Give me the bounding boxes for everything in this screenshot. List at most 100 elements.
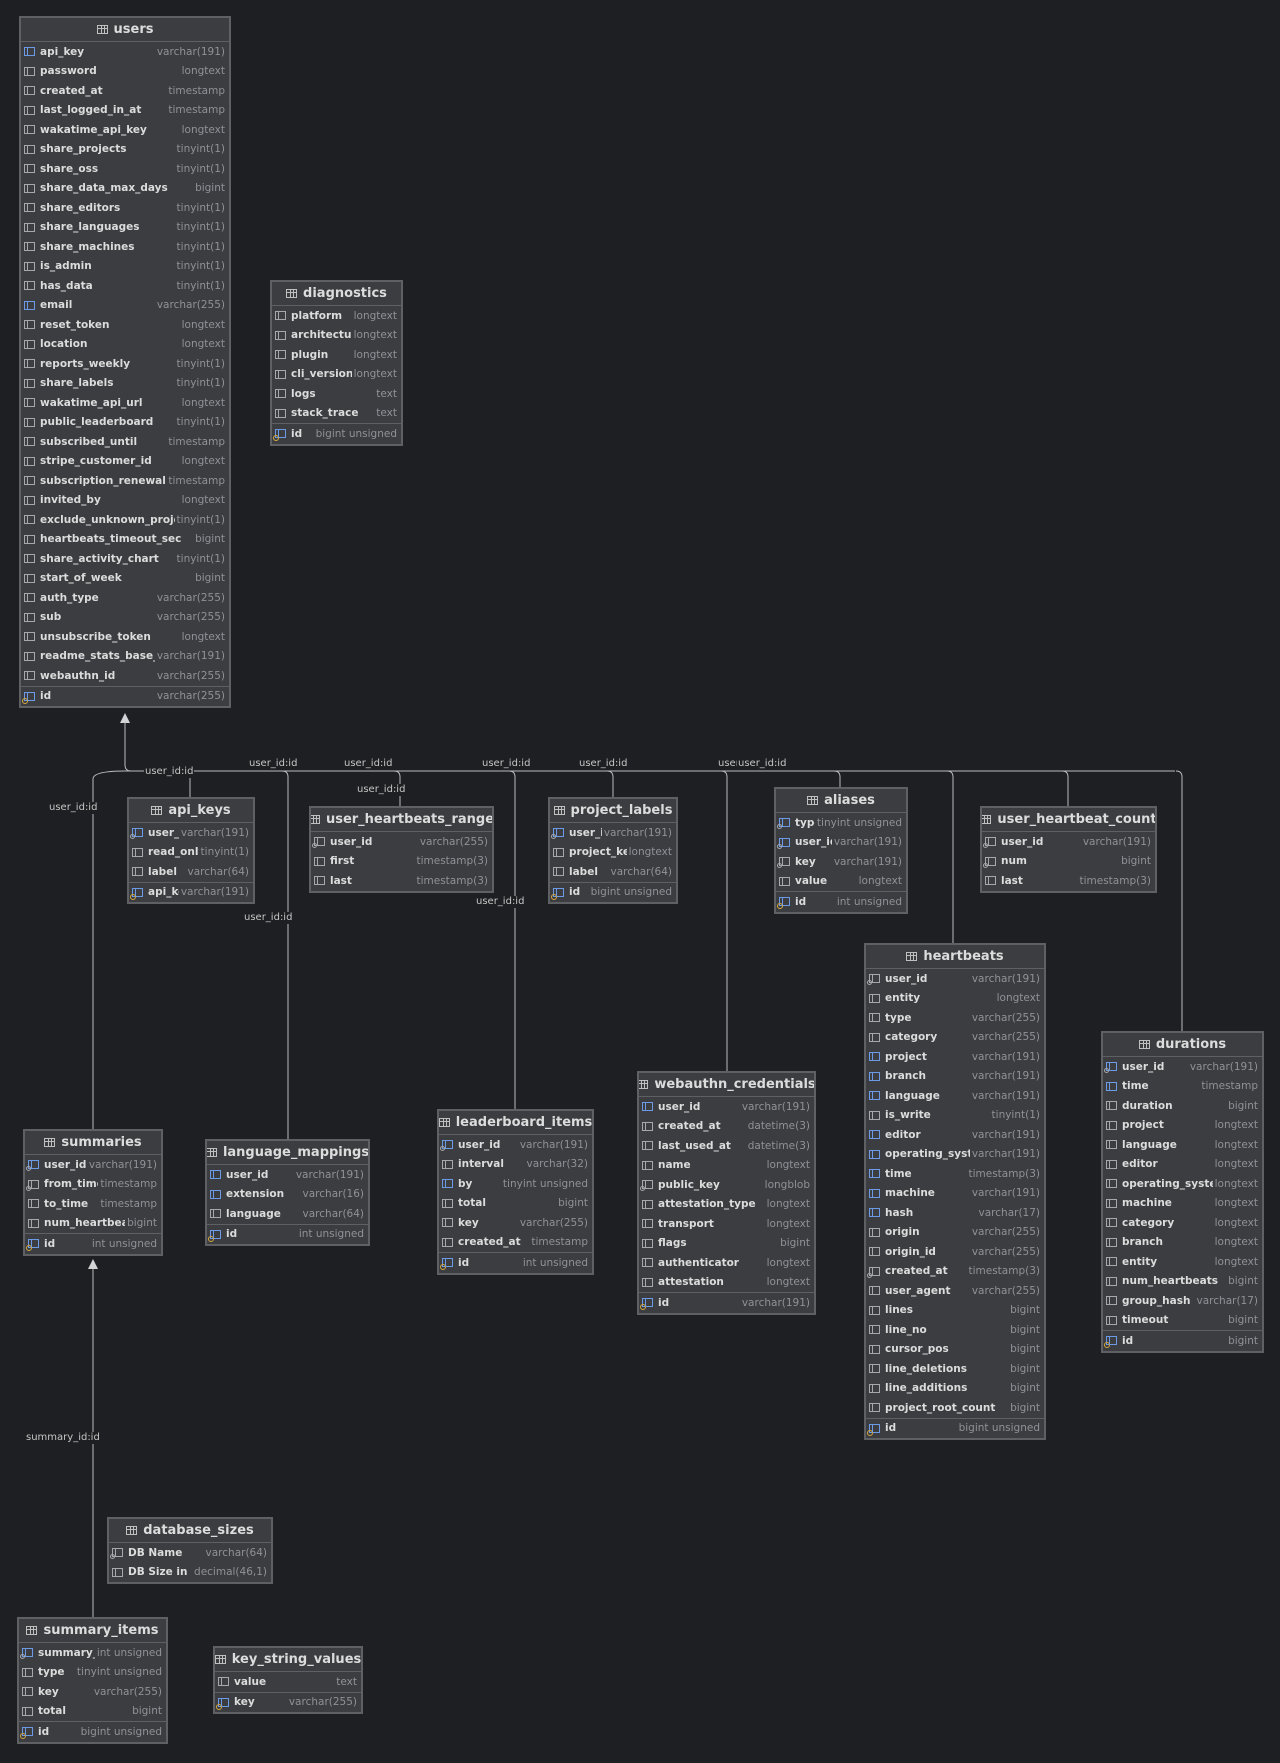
table-header[interactable]: api_keys (129, 799, 253, 823)
column-row[interactable]: read_onlytinyint(1) (129, 843, 253, 863)
column-row[interactable]: operating_systemvarchar(191) (866, 1145, 1044, 1165)
table-header[interactable]: summaries (25, 1131, 161, 1155)
table-header[interactable]: leaderboard_items (439, 1111, 592, 1135)
table-diagnostics[interactable]: diagnosticsplatformlongtextarchitecturel… (270, 280, 403, 446)
table-header[interactable]: user_heartbeats_range (311, 808, 492, 832)
table-header[interactable]: durations (1103, 1033, 1262, 1057)
column-row[interactable]: operating_systemlongtext (1103, 1174, 1262, 1194)
table-project-labels[interactable]: project_labelsuser_idvarchar(191)project… (548, 797, 678, 904)
column-row[interactable]: architecturelongtext (272, 326, 401, 346)
column-row[interactable]: readme_stats_base_urlvarchar(191) (21, 647, 229, 667)
table-header[interactable]: diagnostics (272, 282, 401, 306)
table-header[interactable]: summary_items (19, 1619, 166, 1643)
